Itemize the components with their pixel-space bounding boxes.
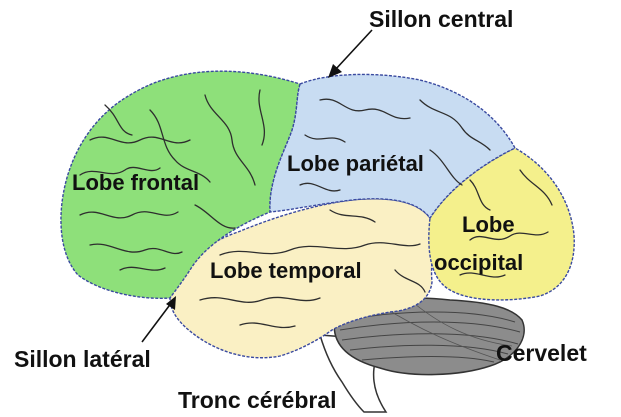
brainstem-label: Tronc cérébral xyxy=(178,389,337,412)
frontal-lobe-label: Lobe frontal xyxy=(72,172,199,194)
occipital-lobe-label-line2: occipital xyxy=(434,252,523,274)
central-sulcus-arrow xyxy=(335,30,372,70)
occipital-lobe-label-line1: Lobe xyxy=(462,214,515,236)
central-sulcus-label: Sillon central xyxy=(369,8,513,31)
temporal-lobe-label: Lobe temporal xyxy=(210,260,362,282)
parietal-lobe-label: Lobe pariétal xyxy=(287,153,424,175)
cerebellum-label: Cervelet xyxy=(496,342,587,365)
lateral-sulcus-label: Sillon latéral xyxy=(14,348,151,371)
lateral-sulcus-arrow xyxy=(142,302,172,342)
